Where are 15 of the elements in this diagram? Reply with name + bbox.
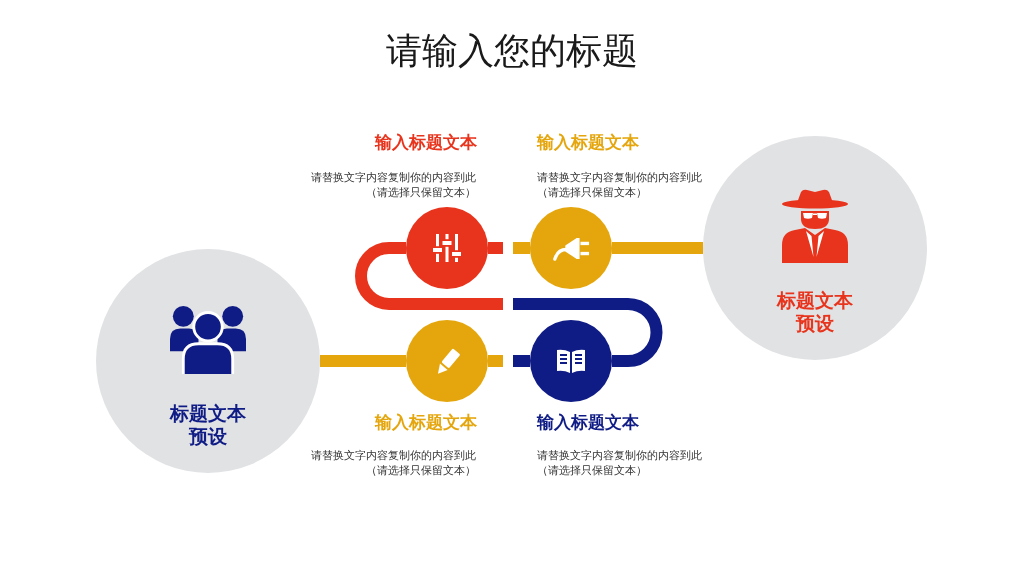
connector-pipe xyxy=(488,355,530,367)
slide-title: 请输入您的标题 xyxy=(386,30,638,71)
step-heading: 输入标题文本 xyxy=(537,413,639,433)
connector-pipe xyxy=(320,355,406,367)
step-description: 请替换文字内容复制你的内容到此（请选择只保留文本） xyxy=(537,170,703,199)
step-description: 请替换文字内容复制你的内容到此（请选择只保留文本） xyxy=(310,170,476,199)
connector-pipe xyxy=(612,242,703,254)
step-description: 请替换文字内容复制你的内容到此（请选择只保留文本） xyxy=(310,448,476,477)
step-heading: 输入标题文本 xyxy=(375,133,477,153)
step-description: 请替换文字内容复制你的内容到此（请选择只保留文本） xyxy=(537,448,703,477)
topic-label: 标题文本预设 xyxy=(775,289,854,335)
topic-label: 标题文本预设 xyxy=(168,402,247,448)
step-heading: 输入标题文本 xyxy=(375,413,477,433)
step-heading: 输入标题文本 xyxy=(537,133,639,153)
connector-pipe xyxy=(488,242,530,254)
